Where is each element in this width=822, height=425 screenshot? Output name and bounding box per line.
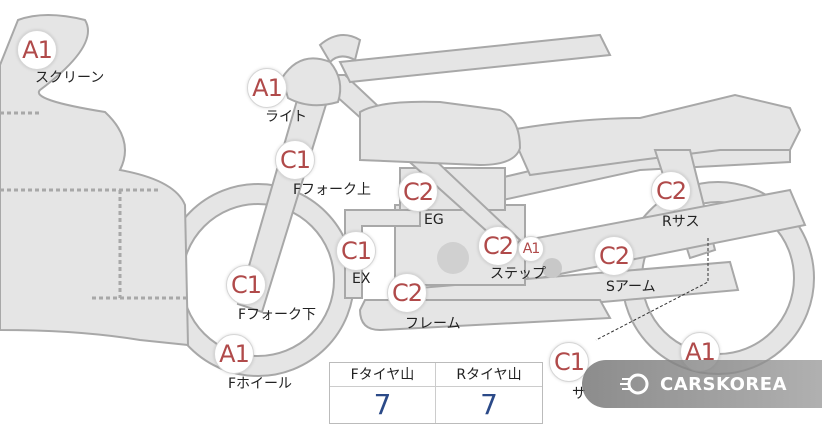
badge-fork-upper: C1 bbox=[275, 140, 315, 180]
badge-eg: C2 bbox=[398, 172, 438, 212]
carskorea-logo-text: CARSKOREA bbox=[660, 373, 787, 395]
label-ex: EX bbox=[352, 271, 371, 287]
handlebar bbox=[318, 34, 362, 64]
badge-frame: C2 bbox=[387, 273, 427, 313]
label-f-wheel: Fホイール bbox=[228, 376, 293, 392]
badge-f-wheel: A1 bbox=[214, 334, 254, 374]
label-s-arm: Sアーム bbox=[606, 279, 656, 295]
label-light: ライト bbox=[265, 109, 307, 125]
tire-tread-table: Fタイヤ山 Rタイヤ山 7 7 bbox=[329, 362, 543, 424]
carskorea-logo-icon bbox=[620, 369, 650, 399]
headlight bbox=[280, 57, 342, 107]
label-screen: スクリーン bbox=[35, 70, 105, 86]
fuel-tank bbox=[359, 100, 522, 167]
label-frame: フレーム bbox=[405, 316, 461, 332]
lower-frame bbox=[358, 299, 612, 332]
frame-backbone bbox=[338, 33, 612, 84]
badge-bottom-c: C1 bbox=[549, 342, 589, 382]
label-fork-upper: Fフォーク上 bbox=[293, 182, 372, 198]
badge-ex: C1 bbox=[336, 231, 376, 271]
badge-r-sus: C2 bbox=[651, 171, 691, 211]
seat bbox=[508, 93, 802, 177]
badge-light: A1 bbox=[247, 68, 287, 108]
badge-step-c: C2 bbox=[478, 226, 518, 266]
label-eg: EG bbox=[424, 212, 444, 228]
label-fork-lower: Fフォーク下 bbox=[238, 307, 317, 323]
value-front-tire: 7 bbox=[330, 387, 436, 423]
badge-s-arm: C2 bbox=[594, 236, 634, 276]
engine-plug bbox=[542, 258, 562, 278]
label-step: ステップ bbox=[490, 266, 546, 282]
engine-cover bbox=[437, 242, 469, 274]
badge-fork-lower: C1 bbox=[226, 265, 266, 305]
value-rear-tire: 7 bbox=[480, 388, 498, 421]
badge-screen: A1 bbox=[17, 30, 57, 70]
badge-step-a: A1 bbox=[518, 236, 544, 262]
fairing bbox=[0, 14, 190, 347]
header-rear-tire: Rタイヤ山 bbox=[436, 363, 542, 387]
label-r-sus: Rサス bbox=[662, 214, 700, 230]
header-front-tire: Fタイヤ山 bbox=[330, 363, 436, 387]
carskorea-watermark: CARSKOREA bbox=[582, 360, 822, 408]
